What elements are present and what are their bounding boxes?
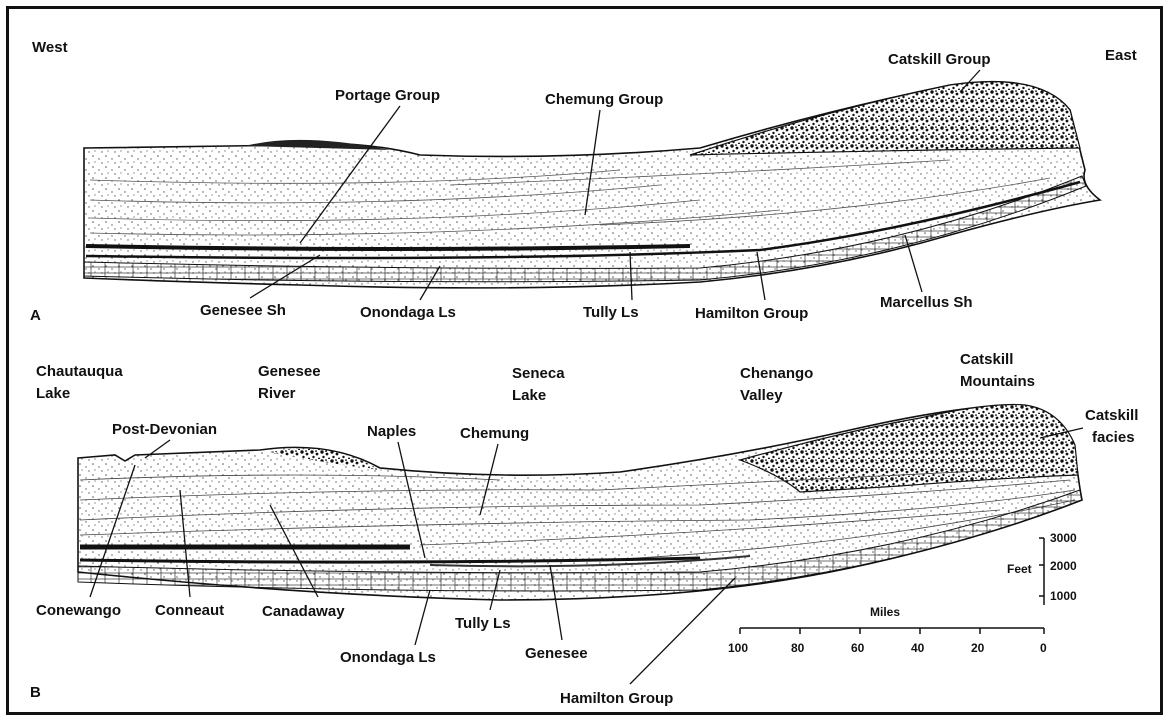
chenango-valley-label-line1: Chenango	[740, 365, 813, 382]
seneca-lake-label-line2: Lake	[512, 387, 546, 404]
genesee-river-label-line2: River	[258, 385, 296, 402]
panel-b-label: B	[30, 684, 41, 701]
catskill-group-label: Catskill Group	[888, 51, 991, 68]
catskill-mountains-label-line2: Mountains	[960, 373, 1035, 390]
chautauqua-label-line1: Chautauqua	[36, 363, 123, 380]
seneca-lake-label-line1: Seneca	[512, 365, 565, 382]
miles-scale-label: Miles	[870, 605, 900, 619]
onondaga-ls-label: Onondaga Ls	[360, 304, 456, 321]
marcellus-sh-label: Marcellus Sh	[880, 294, 973, 311]
miles-tick-100: 100	[728, 641, 748, 655]
tully-ls-b-label: Tully Ls	[455, 615, 511, 632]
section-a: West East Catskill Group Portage Group C…	[30, 39, 1137, 324]
tully-ls-label: Tully Ls	[583, 304, 639, 321]
conneaut-label: Conneaut	[155, 602, 224, 619]
miles-tick-60: 60	[851, 641, 865, 655]
feet-tick-1000: 1000	[1050, 589, 1077, 603]
catskill-mountains-label-line1: Catskill	[960, 351, 1013, 368]
hamilton-group-label: Hamilton Group	[695, 305, 808, 322]
post-devonian-label: Post-Devonian	[112, 421, 217, 438]
section-b: Chautauqua Lake Genesee River Seneca Lak…	[30, 351, 1138, 707]
chemung-group-label: Chemung Group	[545, 91, 663, 108]
miles-tick-0: 0	[1040, 641, 1047, 655]
miles-tick-80: 80	[791, 641, 805, 655]
feet-scale-label: Feet	[1007, 562, 1032, 576]
chautauqua-label-line2: Lake	[36, 385, 70, 402]
genesee-sh-label: Genesee Sh	[200, 302, 286, 319]
portage-group-label: Portage Group	[335, 87, 440, 104]
catskill-facies-label-line2: facies	[1092, 429, 1135, 446]
catskill-group-cap	[690, 82, 1080, 155]
naples-label: Naples	[367, 423, 416, 440]
west-label: West	[32, 39, 68, 56]
miles-tick-40: 40	[911, 641, 925, 655]
panel-a-label: A	[30, 307, 41, 324]
hamilton-group-b-label: Hamilton Group	[560, 690, 673, 707]
miles-tick-20: 20	[971, 641, 985, 655]
genesee-river-label-line1: Genesee	[258, 363, 321, 380]
chenango-valley-label-line2: Valley	[740, 387, 783, 404]
east-label: East	[1105, 47, 1137, 64]
feet-tick-3000: 3000	[1050, 531, 1077, 545]
conewango-label: Conewango	[36, 602, 121, 619]
onondaga-ls-b-label: Onondaga Ls	[340, 649, 436, 666]
catskill-facies-label-line1: Catskill	[1085, 407, 1138, 424]
genesee-b-label: Genesee	[525, 645, 588, 662]
feet-tick-2000: 2000	[1050, 559, 1077, 573]
chemung-label: Chemung	[460, 425, 529, 442]
canadaway-label: Canadaway	[262, 603, 345, 620]
